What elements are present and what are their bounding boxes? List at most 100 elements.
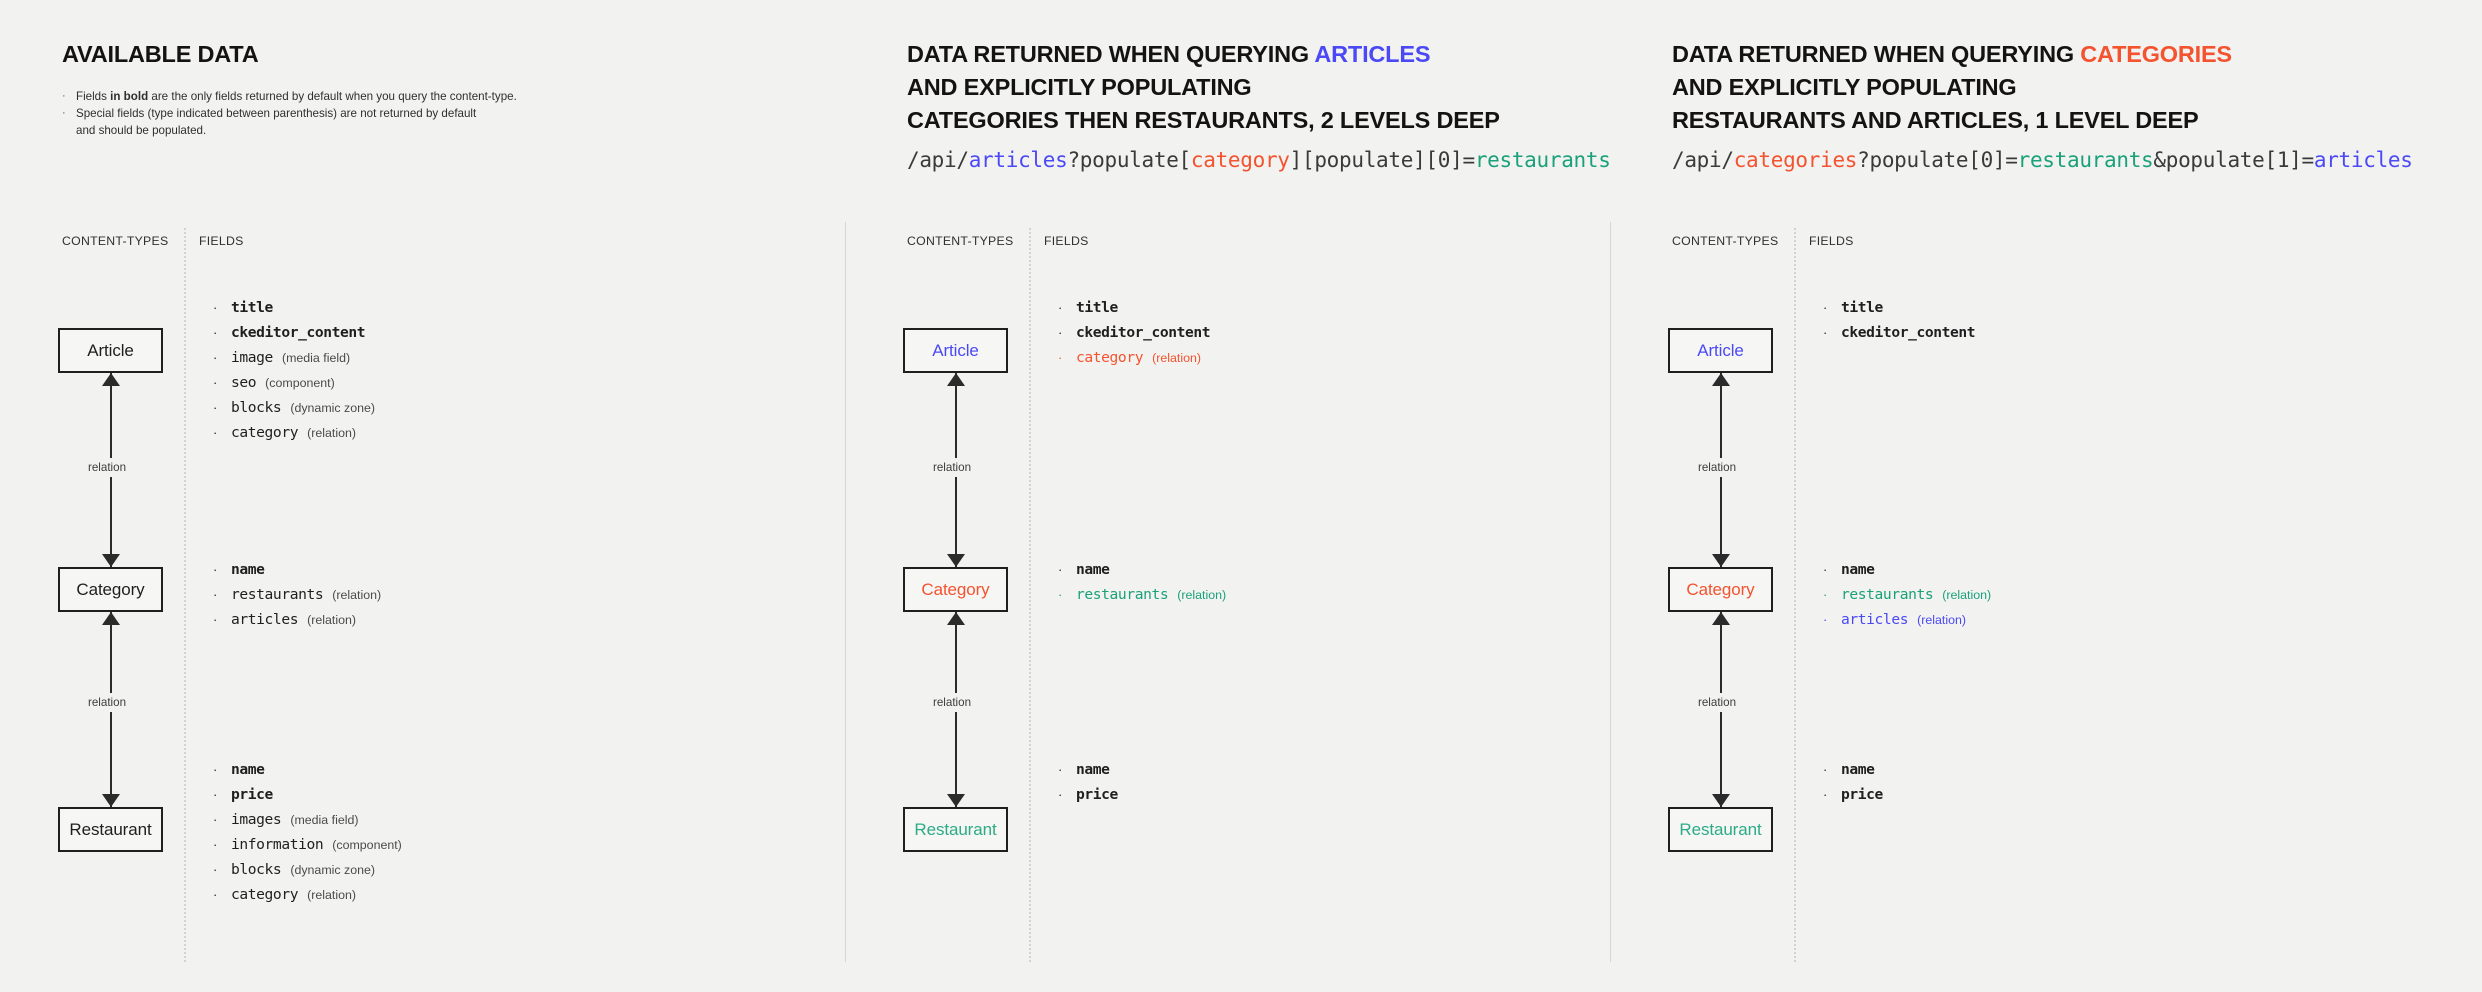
bullet-icon: ·: [213, 862, 218, 877]
field-row: ·title: [1058, 295, 1210, 320]
content-type-box-article[interactable]: Article: [1668, 328, 1773, 373]
url-segment: ?populate[: [1067, 148, 1191, 172]
field-name: category: [231, 424, 299, 441]
bullet-icon: ·: [1823, 300, 1828, 315]
arrow-down-icon: [1712, 794, 1730, 807]
relation-label: relation: [928, 693, 977, 712]
field-row: · restaurants (relation): [213, 582, 381, 607]
content-types-column-label: CONTENT-TYPES: [907, 234, 1014, 248]
content-type-box-category[interactable]: Category: [903, 567, 1008, 612]
bullet-icon: ·: [1058, 587, 1063, 602]
field-row: · price: [1058, 782, 1118, 807]
relation-label: relation: [83, 458, 132, 477]
arrow-down-icon: [1712, 554, 1730, 567]
bullet-icon: ·: [1058, 787, 1063, 802]
field-row: ·blocks(dynamic zone): [213, 857, 402, 882]
content-type-label: Category: [1686, 579, 1755, 599]
content-type-box-restaurant[interactable]: Restaurant: [903, 807, 1008, 852]
content-type-box-restaurant[interactable]: Restaurant: [58, 807, 163, 852]
column-dotted-divider: [1794, 228, 1796, 962]
field-row: ·seo(component): [213, 370, 375, 395]
fields-column-label: FIELDS: [1044, 234, 1089, 248]
field-type: (relation): [332, 588, 382, 602]
bullet-icon: ·: [213, 425, 218, 440]
bullet-icon: ·: [213, 787, 218, 802]
field-name: restaurants: [231, 586, 324, 603]
note-bold: in bold: [110, 90, 149, 103]
field-row: ·name: [213, 757, 402, 782]
bullet-icon: ·: [213, 812, 218, 827]
content-types-column-label: CONTENT-TYPES: [62, 234, 169, 248]
field-row: ·category(relation): [213, 882, 402, 907]
arrow-down-icon: [102, 794, 120, 807]
bullet-icon: ·: [1058, 325, 1063, 340]
content-type-label: Restaurant: [914, 819, 997, 839]
bullet-icon: ·: [213, 300, 218, 315]
content-type-label: Restaurant: [69, 819, 152, 839]
panel-divider-1: [845, 222, 846, 962]
field-name: image: [231, 349, 273, 366]
content-type-label: Article: [87, 340, 134, 360]
url-segment: articles: [2313, 148, 2413, 172]
panel-divider-2: [1610, 222, 1611, 962]
content-type-box-category[interactable]: Category: [1668, 567, 1773, 612]
field-list-article: ·title·ckeditor_content: [1823, 295, 1976, 345]
field-name: information: [231, 836, 324, 853]
field-name: ckeditor_content: [1076, 324, 1211, 341]
bullet-icon: ·: [213, 587, 218, 602]
url-segment: ?populate[0]=: [1857, 148, 2018, 172]
field-type: (component): [265, 376, 335, 390]
column-dotted-divider: [1029, 228, 1031, 962]
field-row: ·name: [1058, 557, 1226, 582]
field-row: ·blocks(dynamic zone): [213, 395, 375, 420]
arrow-up-icon: [102, 612, 120, 625]
field-row: ·name: [1058, 757, 1118, 782]
notes-list: ·Fields in bold are the only fields retu…: [62, 88, 622, 139]
url-segment: articles: [968, 148, 1068, 172]
url-segment: restaurants: [1474, 148, 1611, 172]
field-name: price: [231, 786, 273, 803]
field-name: articles: [231, 611, 299, 628]
field-list-restaurant: ·name · price: [1058, 757, 1118, 807]
content-type-box-restaurant[interactable]: Restaurant: [1668, 807, 1773, 852]
arrow-down-icon: [102, 554, 120, 567]
field-type: (dynamic zone): [290, 401, 376, 415]
bullet-icon: ·: [62, 90, 66, 102]
field-type: (relation): [307, 613, 356, 627]
bullet-icon: ·: [213, 612, 218, 627]
content-type-label: Category: [76, 579, 145, 599]
field-name: price: [1076, 786, 1118, 803]
content-type-box-category[interactable]: Category: [58, 567, 163, 612]
content-types-column-label: CONTENT-TYPES: [1672, 234, 1779, 248]
content-type-box-article[interactable]: Article: [58, 328, 163, 373]
bullet-icon: ·: [1058, 350, 1063, 365]
relation-label: relation: [1693, 458, 1742, 477]
field-name: name: [1076, 561, 1110, 578]
bullet-icon: ·: [1823, 325, 1828, 340]
url-segment: &populate[1]=: [2153, 148, 2314, 172]
field-name: name: [1841, 761, 1875, 778]
field-name: ckeditor_content: [231, 324, 366, 341]
arrow-up-icon: [947, 373, 965, 386]
note-text: and should be populated.: [76, 124, 207, 137]
field-name: seo: [231, 374, 257, 391]
field-name: restaurants: [1076, 586, 1169, 603]
field-list-restaurant: ·name·price: [1823, 757, 1883, 807]
field-row: ·title: [213, 295, 375, 320]
arrow-up-icon: [1712, 612, 1730, 625]
api-url: /api/articles?populate[category][populat…: [907, 148, 1611, 172]
bullet-icon: ·: [1823, 587, 1828, 602]
arrow-up-icon: [1712, 373, 1730, 386]
bullet-icon: ·: [1823, 762, 1828, 777]
heading-line-2: AND EXPLICITLY POPULATING: [1672, 74, 2017, 100]
field-row: ·articles(relation): [1823, 607, 1991, 632]
field-list-restaurant: ·name·price·images(media field)·informat…: [213, 757, 402, 907]
content-type-box-article[interactable]: Article: [903, 328, 1008, 373]
url-segment: ][populate][0]=: [1289, 148, 1475, 172]
field-name: title: [1841, 299, 1883, 316]
bullet-icon: ·: [62, 107, 66, 119]
field-row: ·images(media field): [213, 807, 402, 832]
